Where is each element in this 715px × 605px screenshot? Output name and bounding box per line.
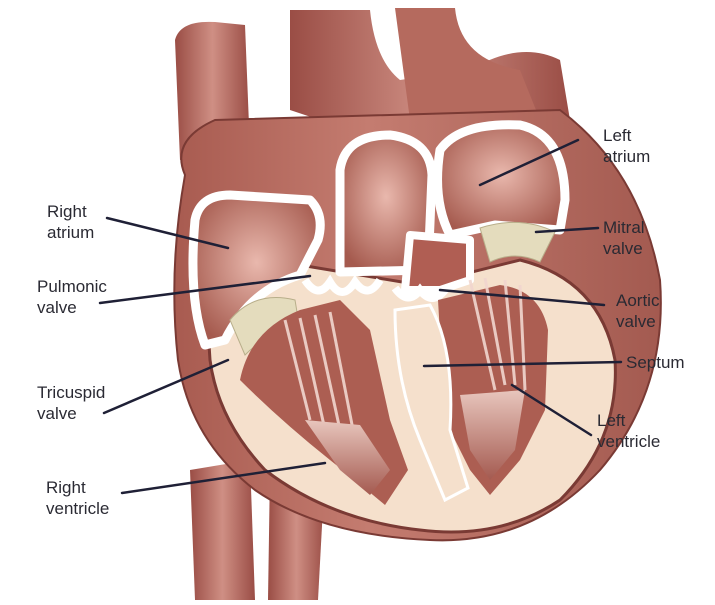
label-septum: Septum bbox=[626, 352, 685, 373]
label-right-atrium-line2: atrium bbox=[47, 222, 94, 243]
aortic-outflow bbox=[405, 235, 470, 290]
label-left-ventricle-line2: ventricle bbox=[597, 431, 660, 452]
label-right-ventricle-line2: ventricle bbox=[46, 498, 109, 519]
label-right-ventricle-line1: Right bbox=[46, 477, 109, 498]
label-left-ventricle-line1: Left bbox=[597, 410, 660, 431]
label-septum-line1: Septum bbox=[626, 352, 685, 373]
label-mitral-valve: Mitral valve bbox=[603, 217, 645, 259]
label-pulmonic-valve: Pulmonic valve bbox=[37, 276, 107, 318]
label-tricuspid-valve-line2: valve bbox=[37, 403, 105, 424]
label-tricuspid-valve: Tricuspid valve bbox=[37, 382, 105, 424]
label-right-ventricle: Right ventricle bbox=[46, 477, 109, 519]
label-aortic-valve-line1: Aortic bbox=[616, 290, 659, 311]
label-right-atrium: Right atrium bbox=[47, 201, 94, 243]
label-mitral-valve-line2: valve bbox=[603, 238, 645, 259]
label-left-ventricle: Left ventricle bbox=[597, 410, 660, 452]
label-aortic-valve: Aortic valve bbox=[616, 290, 659, 332]
label-left-atrium-line1: Left bbox=[603, 125, 650, 146]
left-atrium-chamber bbox=[438, 125, 565, 235]
label-left-atrium-line2: atrium bbox=[603, 146, 650, 167]
label-mitral-valve-line1: Mitral bbox=[603, 217, 645, 238]
label-pulmonic-valve-line1: Pulmonic bbox=[37, 276, 107, 297]
label-pulmonic-valve-line2: valve bbox=[37, 297, 107, 318]
label-tricuspid-valve-line1: Tricuspid bbox=[37, 382, 105, 403]
label-aortic-valve-line2: valve bbox=[616, 311, 659, 332]
label-left-atrium: Left atrium bbox=[603, 125, 650, 167]
label-right-atrium-line1: Right bbox=[47, 201, 94, 222]
